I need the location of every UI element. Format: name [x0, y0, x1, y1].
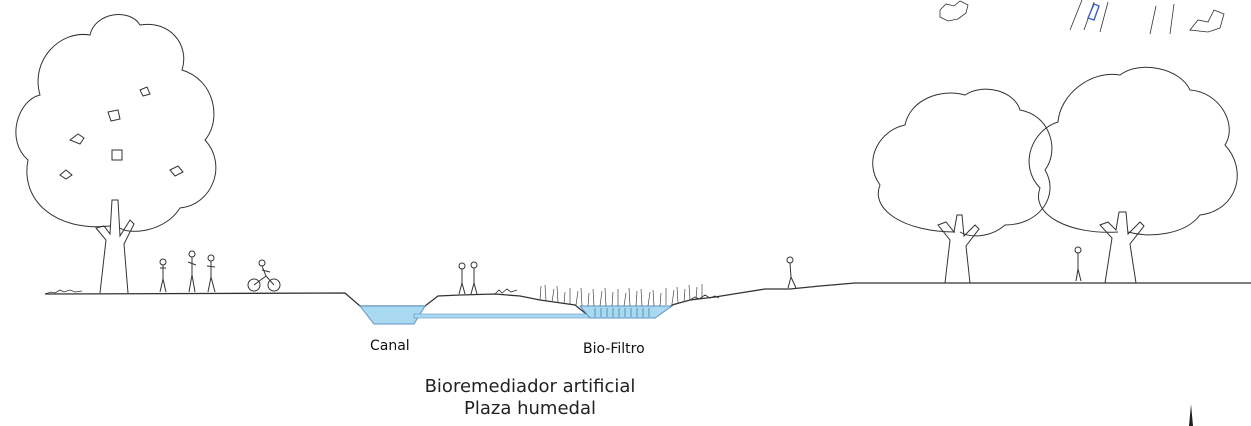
sketch-top-right — [939, 0, 1225, 35]
reeds — [539, 284, 703, 307]
blue-accent-mark — [1087, 3, 1100, 21]
biofilter-media — [594, 308, 650, 317]
title-line-1: Bioremediador artificial — [424, 376, 636, 397]
corner-spike — [1189, 404, 1193, 426]
person-right — [786, 256, 797, 289]
biofilter-water — [578, 305, 674, 319]
water-channel — [413, 313, 591, 319]
title-line-2: Plaza humedal — [464, 398, 596, 419]
canal-label: Canal — [370, 338, 410, 354]
tree-left — [15, 14, 217, 294]
tree-right-2 — [1028, 66, 1238, 284]
ground-texture — [44, 288, 720, 301]
biofiltro-label: Bio-Filtro — [583, 341, 645, 357]
canal-water — [358, 305, 426, 325]
cyclist — [247, 259, 281, 292]
people-center — [458, 261, 478, 295]
person-under-trees — [1074, 246, 1082, 282]
people-left — [159, 250, 216, 293]
tree-right-1 — [872, 88, 1053, 284]
